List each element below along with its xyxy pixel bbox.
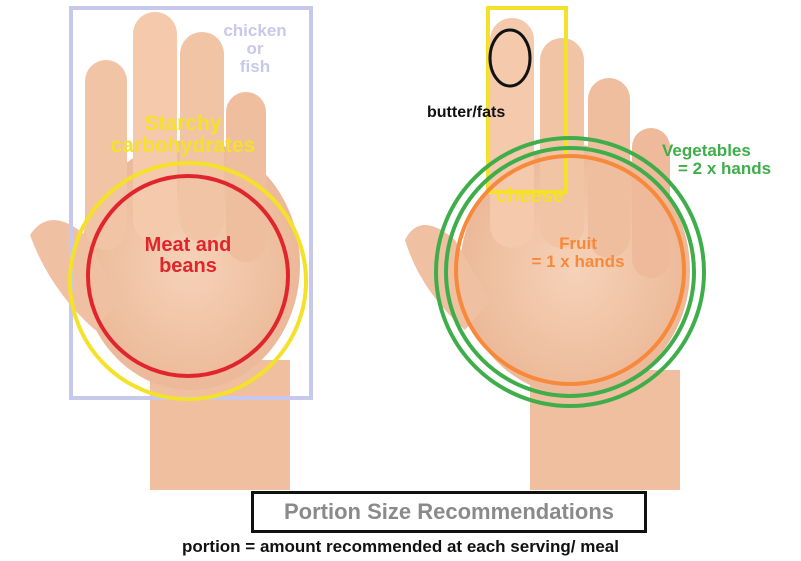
cheese-label: cheese [496,186,564,207]
butter-fats-label: butter/fats [427,105,505,122]
meat-beans-label: Meat and beans [118,235,258,277]
page-title: Portion Size Recommendations [284,499,614,525]
starchy-carbohydrates-label: Starchy carbohydrates [88,113,278,157]
fruit-label: Fruit = 1 x hands [508,235,648,271]
chicken-fish-label: chicken or fish [200,22,310,76]
title-box: Portion Size Recommendations [251,491,647,533]
caption: portion = amount recommended at each ser… [0,537,801,557]
vegetables-label: Vegetables = 2 x hands [662,142,771,178]
